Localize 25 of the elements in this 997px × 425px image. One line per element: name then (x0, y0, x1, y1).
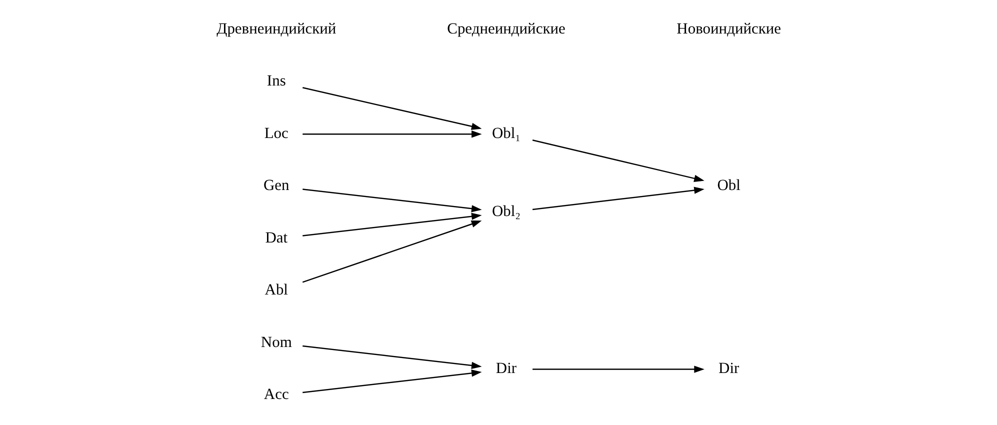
node-text: Abl (264, 282, 288, 299)
node-text: Gen (263, 177, 289, 194)
arrow (302, 212, 482, 236)
arrow (302, 188, 482, 212)
node-text: Obl₁ (491, 124, 520, 142)
node-text: Loc (264, 124, 288, 142)
node-text: Dir (495, 360, 516, 377)
node-text: Obl₂ (491, 203, 520, 220)
arrow (302, 220, 482, 283)
label: Среднеиндийские (446, 20, 565, 38)
arrow (302, 345, 482, 369)
arrow (532, 186, 704, 210)
node-text: Ins (266, 72, 286, 90)
label: Древнеиндийский (216, 20, 336, 38)
label: Новоиндийские (676, 20, 781, 38)
node-text: Dat (264, 229, 288, 246)
node-text: Obl (716, 177, 740, 194)
arrow (302, 370, 482, 394)
node-text: Acc (263, 386, 288, 404)
arrow (532, 366, 704, 373)
node-text: Nom (260, 334, 292, 351)
arrow (302, 87, 482, 130)
arrow (532, 139, 704, 182)
arrow (302, 130, 482, 138)
node-text: Dir (718, 360, 739, 377)
